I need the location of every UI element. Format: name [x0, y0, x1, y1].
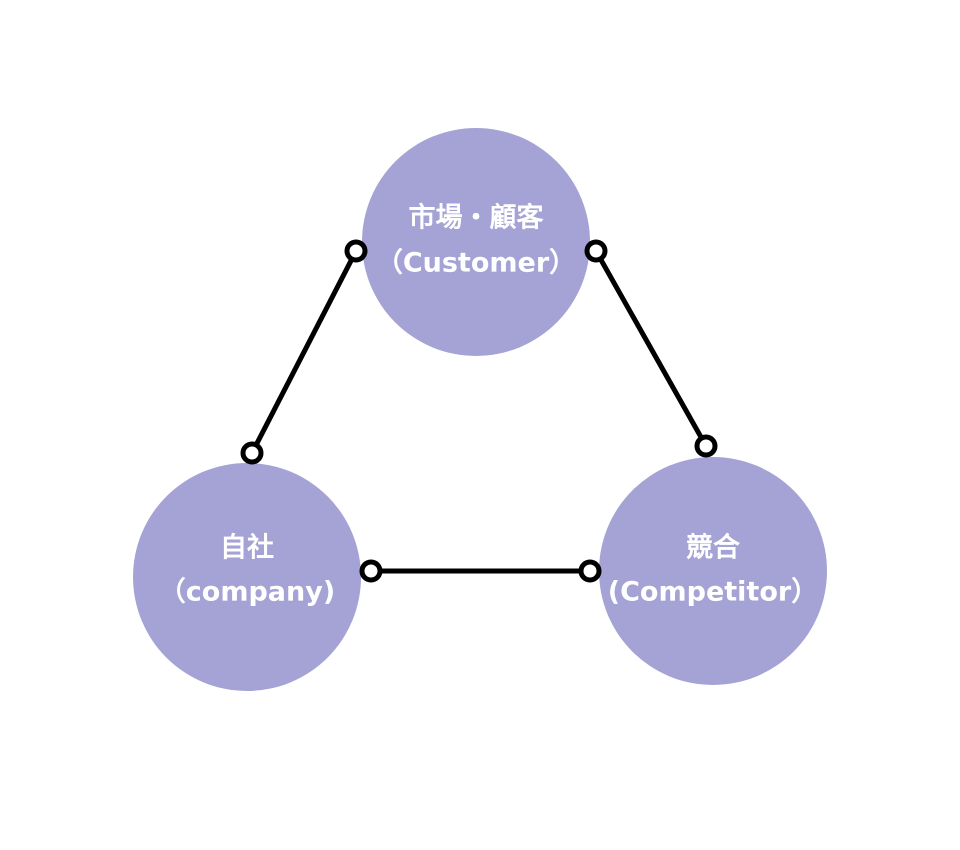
- connector-customer-competitor: [593, 248, 709, 449]
- node-company: 自社 （company): [133, 463, 361, 691]
- endpoint-customer-right: [584, 239, 608, 263]
- connector-customer-company: [249, 248, 359, 456]
- node-customer-circle: [362, 128, 590, 356]
- endpoint-company-top: [240, 441, 264, 465]
- node-company-label-sub: （company): [159, 577, 335, 608]
- endpoint-competitor-top: [694, 434, 718, 458]
- node-competitor-circle: [599, 457, 827, 685]
- endpoint-customer-left: [344, 239, 368, 263]
- node-customer: 市場・顧客 （Customer）: [362, 128, 590, 356]
- node-competitor-label-main: 競合: [686, 532, 740, 564]
- connectors: [249, 248, 709, 574]
- node-customer-label-main: 市場・顧客: [409, 202, 545, 234]
- node-competitor-label-sub: (Competitor）: [608, 577, 818, 608]
- node-competitor: 競合 (Competitor）: [599, 457, 827, 685]
- endpoint-company-right: [359, 559, 383, 583]
- endpoint-competitor-left: [578, 559, 602, 583]
- endpoints: [240, 239, 718, 583]
- node-company-label-main: 自社: [220, 532, 274, 564]
- node-company-circle: [133, 463, 361, 691]
- node-customer-label-sub: （Customer）: [376, 248, 576, 279]
